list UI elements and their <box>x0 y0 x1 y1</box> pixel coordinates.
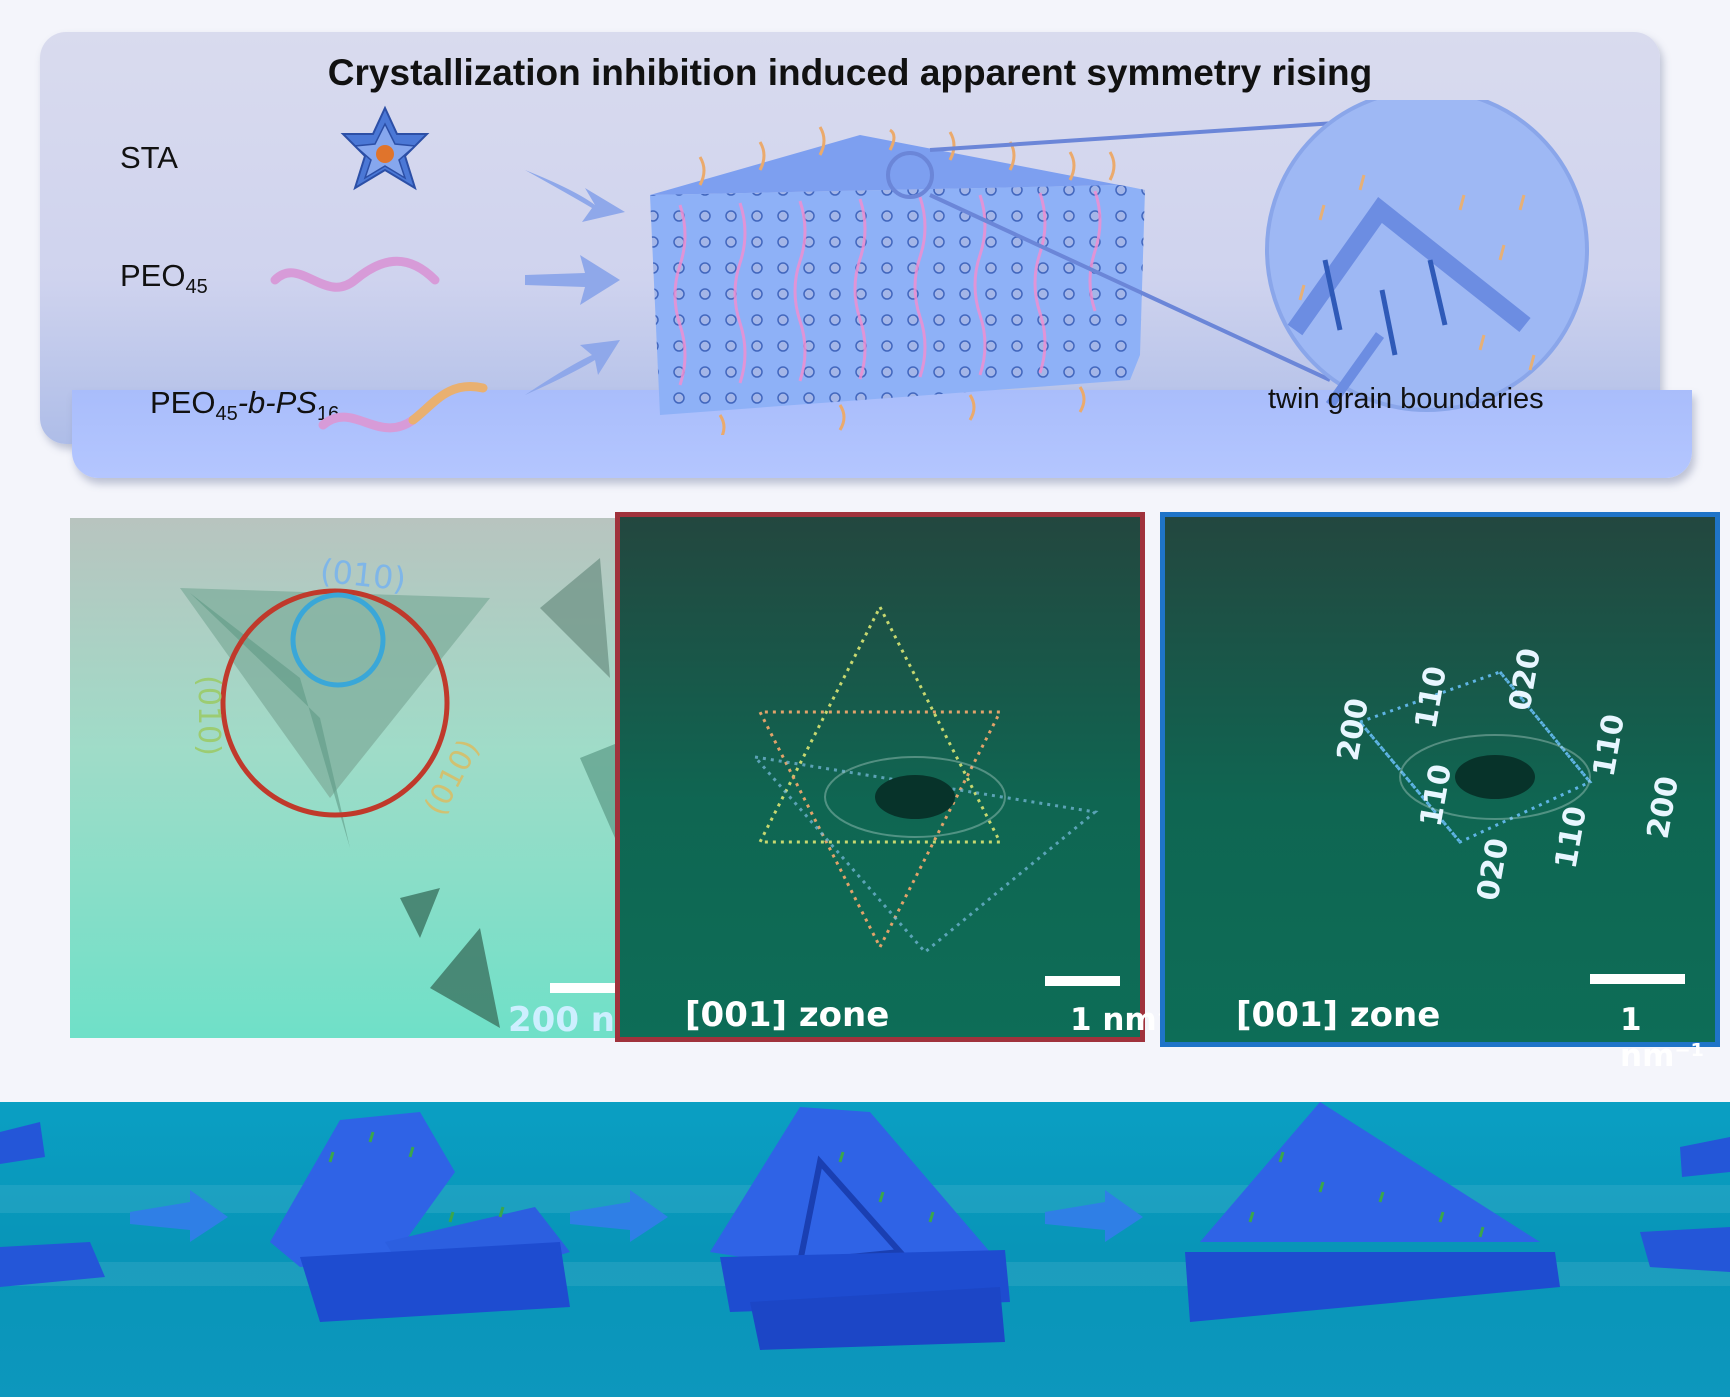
pink-chain-icon <box>270 256 440 292</box>
arrow-icon <box>525 170 625 395</box>
label-peo-main: PEO <box>120 258 186 293</box>
growth-sequence-illustration <box>0 1102 1730 1350</box>
label-block-peo-sub: 45 <box>215 403 238 426</box>
lamellar-crystal-illustration <box>650 126 1145 435</box>
scheme-title: Crystallization inhibition induced appar… <box>327 52 1373 93</box>
label-block-copolymer: PEO45-b-PS16 <box>150 385 339 426</box>
saed-right-zone-label: [001] zone <box>1236 995 1441 1035</box>
block-copolymer-icon <box>318 382 488 433</box>
saed-right-lattice <box>1357 670 1685 984</box>
label-block-ps: -b-PS <box>237 385 317 420</box>
label-peo-subscript: 45 <box>185 276 208 299</box>
saed-left-hexagram <box>751 603 1120 986</box>
twin-boundaries-label: twin grain boundaries <box>1268 383 1544 415</box>
saed-left-zone-label: [001] zone <box>685 995 890 1035</box>
facet-label-left: (010) <box>190 675 226 756</box>
label-sta: STA <box>120 140 178 175</box>
label-peo: PEO45 <box>120 258 208 299</box>
polyoxometalate-cluster-icon <box>340 105 430 191</box>
saed-right-scale-label: 1 nm⁻¹ <box>1620 1002 1705 1074</box>
saed-pattern-left <box>615 512 1145 1042</box>
label-block-peo: PEO <box>150 385 216 420</box>
saed-pattern-right <box>1160 512 1720 1047</box>
micrograph-features <box>180 558 630 1028</box>
zoom-lens-illustration <box>929 100 1589 412</box>
